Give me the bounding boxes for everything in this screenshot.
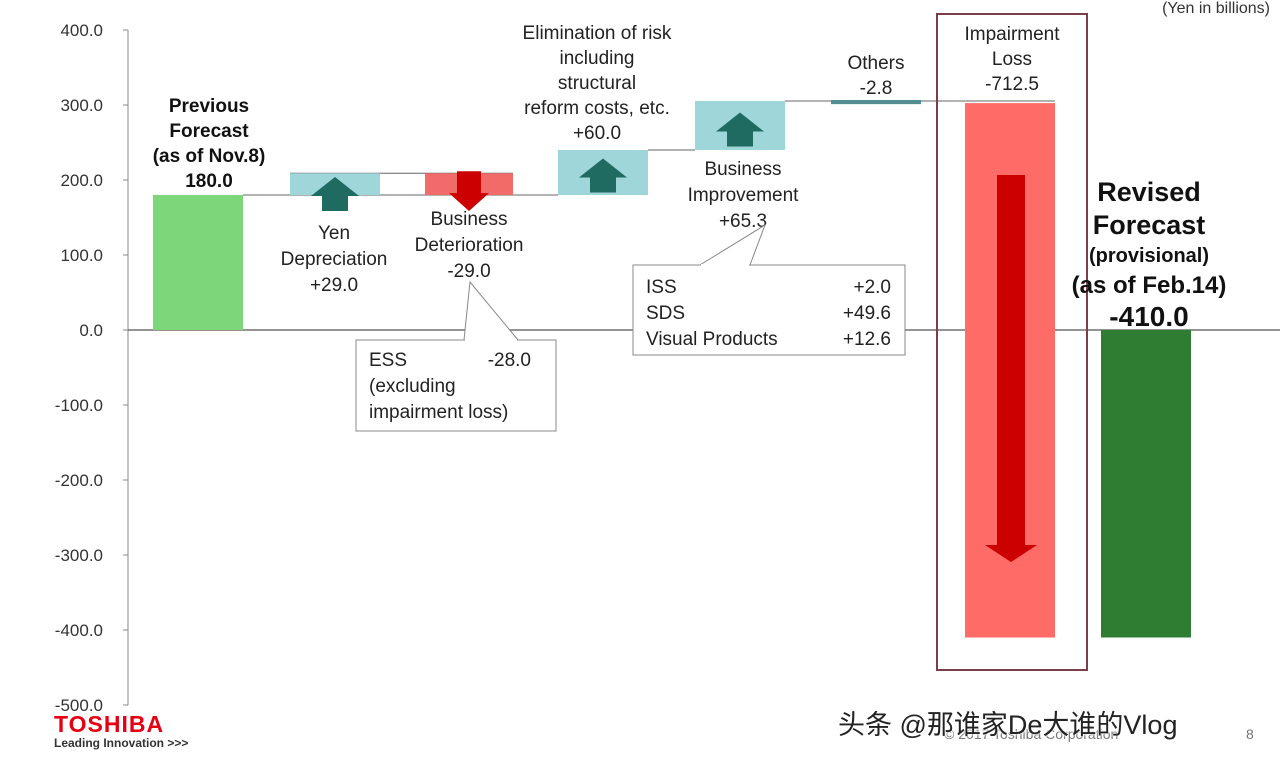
bar-label-previous-forecast: Previous bbox=[169, 96, 249, 117]
callout-ess-value: -28.0 bbox=[488, 350, 531, 371]
bar-label-others: Others bbox=[847, 53, 904, 74]
bar-label-previous-forecast: 180.0 bbox=[185, 171, 233, 192]
y-tick-label: 300.0 bbox=[60, 96, 103, 115]
bar-prev bbox=[153, 195, 243, 330]
down-arrow-icon bbox=[449, 171, 489, 211]
y-tick-label: 200.0 bbox=[60, 171, 103, 190]
y-tick-label: -300.0 bbox=[55, 546, 103, 565]
bar-label-previous-forecast: (as of Nov.8) bbox=[153, 146, 266, 167]
callout-business-value: +12.6 bbox=[843, 329, 891, 350]
bar-label-risk-elimination: reform costs, etc. bbox=[524, 98, 670, 119]
callout-business-value: +49.6 bbox=[843, 303, 891, 324]
bar-label-business-deterioration: Deterioration bbox=[415, 235, 524, 256]
y-tick-label: -100.0 bbox=[55, 396, 103, 415]
copyright: © 2017 Toshiba Corporation bbox=[944, 726, 1119, 742]
logo-tagline: Leading Innovation >>> bbox=[54, 736, 189, 750]
callout-business-label: Visual Products bbox=[646, 329, 778, 350]
watermark: 头条 @那谁家De大谁的Vlog bbox=[838, 710, 1178, 740]
bar-label-yen-depreciation: Depreciation bbox=[281, 249, 388, 270]
callout-business-label: ISS bbox=[646, 277, 677, 298]
y-tick-label: -500.0 bbox=[55, 696, 103, 715]
bar-label-yen-depreciation: Yen bbox=[318, 223, 350, 244]
y-tick-label: 100.0 bbox=[60, 246, 103, 265]
bar-label-risk-elimination: structural bbox=[558, 73, 636, 94]
bar-label-revised-forecast: Revised bbox=[1097, 177, 1201, 207]
page-number: 8 bbox=[1246, 726, 1254, 742]
y-tick-label: -200.0 bbox=[55, 471, 103, 490]
up-arrow-icon bbox=[716, 112, 764, 147]
bar-revised bbox=[1101, 330, 1191, 638]
bar-label-business-improvement: +65.3 bbox=[719, 211, 767, 232]
callout-pointer bbox=[463, 280, 519, 341]
up-arrow-icon bbox=[579, 158, 627, 193]
bar-label-revised-forecast: (provisional) bbox=[1089, 245, 1209, 267]
bar-label-revised-forecast: Forecast bbox=[1093, 210, 1206, 240]
bar-label-impairment-loss: -712.5 bbox=[985, 74, 1039, 95]
callout-ess-label: impairment loss) bbox=[369, 402, 508, 423]
y-tick-label: -400.0 bbox=[55, 621, 103, 640]
bar-label-business-deterioration: -29.0 bbox=[447, 261, 490, 282]
toshiba-logo: TOSHIBA Leading Innovation >>> bbox=[54, 712, 188, 750]
bar-label-revised-forecast: -410.0 bbox=[1109, 301, 1188, 332]
bar-others bbox=[831, 100, 921, 105]
callout-box-ess bbox=[355, 339, 557, 432]
y-tick-label: 0.0 bbox=[79, 321, 103, 340]
bar-label-risk-elimination: Elimination of risk bbox=[523, 23, 672, 44]
up-arrow-icon bbox=[311, 177, 359, 211]
callout-box-business bbox=[632, 264, 906, 356]
bar-label-risk-elimination: including bbox=[560, 48, 635, 69]
callout-pointer bbox=[699, 223, 766, 266]
logo-name: TOSHIBA bbox=[54, 711, 165, 737]
impairment-highlight-frame bbox=[936, 13, 1088, 671]
y-tick-label: 400.0 bbox=[60, 21, 103, 40]
bar-label-business-improvement: Business bbox=[704, 159, 781, 180]
bar-label-impairment-loss: Impairment bbox=[964, 24, 1060, 45]
down-arrow-icon bbox=[985, 175, 1037, 562]
bar-label-business-deterioration: Business bbox=[430, 209, 507, 230]
callout-ess-label: (excluding bbox=[369, 376, 456, 397]
callout-ess-label: ESS bbox=[369, 350, 407, 371]
units-label: (Yen in billions) bbox=[1162, 0, 1270, 17]
bar-label-risk-elimination: +60.0 bbox=[573, 123, 621, 144]
bar-label-others: -2.8 bbox=[860, 78, 893, 99]
bar-label-impairment-loss: Loss bbox=[992, 49, 1032, 70]
bar-label-previous-forecast: Forecast bbox=[169, 121, 249, 142]
bar-label-revised-forecast: (as of Feb.14) bbox=[1072, 272, 1227, 299]
callout-business-label: SDS bbox=[646, 303, 685, 324]
bar-label-business-improvement: Improvement bbox=[688, 185, 800, 206]
callout-business-value: +2.0 bbox=[853, 277, 891, 298]
bar-label-yen-depreciation: +29.0 bbox=[310, 275, 358, 296]
